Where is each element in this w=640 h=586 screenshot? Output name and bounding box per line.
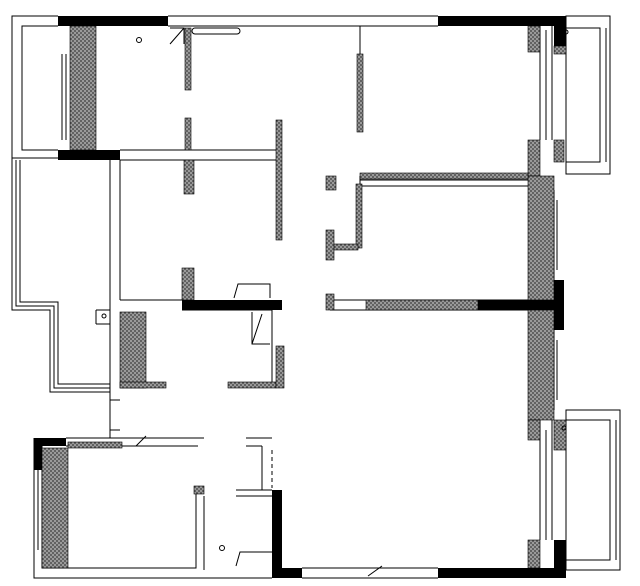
window-right-bottom xyxy=(565,409,621,571)
hatch-room-wall-1 xyxy=(184,27,192,91)
hatch-room-wall-4 xyxy=(181,267,195,301)
solid-left-mid-band xyxy=(58,150,120,160)
solid-bottom-wall xyxy=(282,568,302,578)
solid-bottom-left-column xyxy=(34,446,42,470)
door-small-room-2 xyxy=(251,312,270,345)
hatch-small-room-sill xyxy=(227,381,277,389)
hatch-right-column-e xyxy=(527,539,541,569)
hatch-closet-top xyxy=(359,172,529,180)
hatch-right-column-b xyxy=(553,139,565,163)
window-right-top-inner xyxy=(565,27,601,163)
hatch-closet-left-4 xyxy=(325,229,335,261)
door-top-left-room xyxy=(169,27,185,45)
hatch-right-column-d xyxy=(553,419,567,451)
window-right-top xyxy=(565,15,611,175)
hatch-room-wall-5 xyxy=(275,119,283,241)
top-left-balcony-outline xyxy=(11,15,58,159)
window-fixture-bottom xyxy=(561,425,567,431)
solid-right-top-column xyxy=(554,16,566,46)
towel-rail xyxy=(191,27,241,35)
hatch-bottom-left-pier xyxy=(41,447,69,569)
hatch-right-column-top-2 xyxy=(553,45,567,55)
hatch-right-column-main-2 xyxy=(527,309,555,421)
door-bottom-left-room xyxy=(135,435,147,447)
solid-walls xyxy=(34,16,566,578)
hatch-corridor-pier xyxy=(119,311,147,389)
door-small-room-1 xyxy=(233,283,271,299)
hatch-partition-right-2 xyxy=(325,293,335,311)
hatched-walls xyxy=(41,25,567,569)
hatch-small-room-wall xyxy=(275,345,285,389)
solid-bottom-right-column xyxy=(554,540,566,578)
hatch-corridor-sill xyxy=(119,381,167,389)
window-right-bottom-inner xyxy=(565,419,611,561)
hatch-closet-left-3 xyxy=(331,243,359,251)
solid-top-left xyxy=(58,16,168,26)
window-fixture-top xyxy=(563,29,569,35)
hatch-center-wall xyxy=(356,53,364,133)
hatch-right-column-c xyxy=(527,419,541,441)
hatch-right-column-top xyxy=(527,25,541,53)
hatch-room-wall-3 xyxy=(183,159,195,195)
solid-right-partition xyxy=(478,300,564,310)
solid-bottom-mid-column xyxy=(272,490,282,578)
fixture-circle-bottom xyxy=(219,545,225,551)
hatch-top-left-pier xyxy=(69,25,97,151)
fixture-circle-top xyxy=(136,37,142,43)
balcony-windows xyxy=(37,15,621,571)
fixtures xyxy=(101,27,569,551)
left-mid-wall-inner-2 xyxy=(15,160,110,389)
solid-bottom-left-corner xyxy=(34,438,66,446)
corridor-fixture xyxy=(101,313,107,319)
solid-bottom-right-wall xyxy=(438,568,564,578)
solid-top-right xyxy=(438,16,566,26)
left-mid-wall-inner xyxy=(19,160,110,385)
solid-right-mid-column xyxy=(554,280,564,330)
hatch-right-column-a xyxy=(527,139,541,177)
hatch-room-wall-2 xyxy=(184,117,192,151)
hatch-closet-left-2 xyxy=(355,183,363,249)
bottom-left-room-outline xyxy=(33,438,272,579)
left-mid-wall-outer xyxy=(11,158,110,393)
hatch-partition-right xyxy=(365,299,479,311)
door-bottom-wall xyxy=(367,565,383,577)
hatch-bottom-left-top xyxy=(67,441,123,449)
top-left-balcony-inner xyxy=(21,25,58,151)
solid-partition-mid xyxy=(182,300,282,310)
hatch-bottom-small-1 xyxy=(193,485,205,495)
doors xyxy=(135,27,383,577)
door-bottom-room xyxy=(235,551,272,567)
hatch-right-column-main xyxy=(527,175,555,301)
hatch-closet-left-1 xyxy=(325,175,337,191)
